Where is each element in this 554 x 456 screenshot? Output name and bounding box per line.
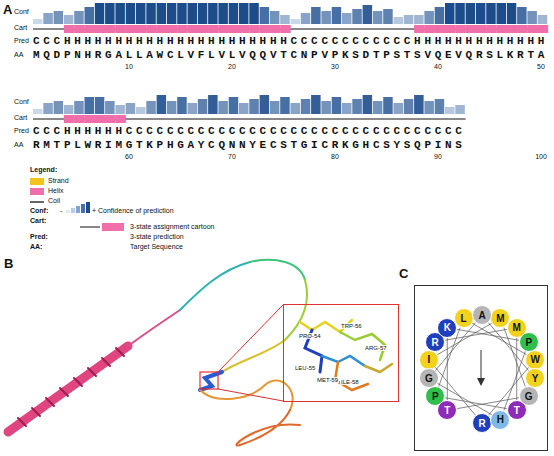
panel-letter: C (399, 266, 408, 281)
legend-swatch (30, 188, 44, 195)
conf-scale (66, 202, 124, 231)
position-number: 60 (125, 153, 133, 160)
protein-structure (8, 260, 392, 446)
panel-letter: B (4, 256, 13, 271)
residue-letter: L (460, 313, 466, 324)
residue-label: ILE-58 (340, 379, 360, 385)
position-number: 90 (434, 153, 442, 160)
residue-letter: G (425, 373, 433, 384)
prediction-string: CCCHHHHHHCCCCCCCCCCCCCCCCCCCCCCCCCCCCCCC… (33, 125, 466, 137)
legend-title: Legend: (30, 166, 57, 173)
row-label: Cart (14, 114, 27, 121)
row-label: AA (14, 141, 23, 148)
row-label: Cart (14, 24, 27, 31)
residue-letter: P (525, 337, 532, 348)
wheel-panel: CRMTPLWRIMGTKPHGAY (414, 285, 548, 451)
residue-circle: Y (525, 368, 545, 388)
residue-label: PRO-54 (298, 333, 322, 339)
residue-circle: G (519, 386, 539, 406)
legend-text: Helix (48, 187, 64, 194)
residue-circle: I (419, 350, 439, 370)
residue-circle: P (519, 332, 539, 352)
residue-letter: G (525, 391, 533, 402)
residue-circle: R (472, 413, 492, 433)
position-number: 70 (228, 153, 236, 160)
legend-key: Pred: (30, 233, 48, 240)
residue-circle: T (437, 400, 457, 420)
residue-label: ARG-57 (364, 345, 388, 351)
row-label: Conf (14, 98, 29, 105)
residue-label: TRP-56 (340, 323, 363, 329)
residue-letter: T (514, 405, 520, 416)
residue-letter: R (432, 337, 439, 348)
residue-letter: A (478, 310, 485, 321)
row-label: AA (14, 51, 23, 58)
zoom-inset: PRO-54 TRP-56ARG-57LEU-55MET-59ILE-58 (283, 304, 399, 402)
prediction-string: CCCHHHHHHHHHHHHHHHHHHHHHHCCCCCCCCCCCCHHH… (33, 35, 548, 47)
legend-text: Coil (48, 197, 60, 204)
legend-key: Cart: (30, 217, 46, 224)
residue-circle: H (490, 410, 510, 430)
residue-letter: I (427, 354, 430, 365)
residue-circle: K (437, 318, 457, 338)
residue-letter: T (444, 405, 450, 416)
legend-text: Strand (48, 177, 69, 184)
wheel-link (516, 338, 517, 401)
row-label: Pred (14, 127, 29, 134)
residue-label: LEU-55 (294, 365, 316, 371)
wheel-link (447, 338, 448, 401)
residue-circle: W (525, 350, 545, 370)
position-number: 80 (331, 153, 339, 160)
residue-letter: M (496, 313, 504, 324)
residue-circle: A (472, 305, 492, 325)
panel-letter: A (3, 2, 12, 17)
residue-letter: R (478, 418, 485, 429)
legend-text: Target Sequence (130, 243, 183, 250)
confidence-bars (33, 3, 547, 114)
legend-swatch (30, 178, 44, 185)
residue-letter: K (444, 322, 451, 333)
position-number: 10 (125, 63, 133, 70)
residue-letter: P (432, 391, 439, 402)
row-label: Pred (14, 37, 29, 44)
legend-text: - (60, 207, 62, 214)
residue-letter: H (497, 414, 504, 425)
sequence-string: MQDPNHRGALLAWCLVFLVLVQQVTCNPVPKSDTPSTSVQ… (33, 49, 548, 61)
residue-letter: M (513, 322, 521, 333)
position-number: 50 (537, 63, 545, 70)
sequence-string: RMTPLWRIMGTKPHGAYCQNNYECSTGICRKGHCSYSQPI… (33, 139, 466, 151)
legend-key: AA: (30, 243, 42, 250)
legend-key: Conf: (30, 207, 48, 214)
position-number: 20 (228, 63, 236, 70)
legend-text: 3-state prediction (130, 233, 184, 240)
residue-letter: W (530, 354, 539, 365)
position-number: 40 (434, 63, 442, 70)
cartoon-track (33, 25, 548, 123)
position-number: 100 (535, 153, 547, 160)
residue-letter: Y (532, 373, 539, 384)
legend-text: 3-state assignment cartoon (130, 223, 214, 230)
position-number: 30 (331, 63, 339, 70)
legend-text: + Confidence of prediction (92, 207, 174, 214)
legend-line (30, 201, 44, 203)
residue-label: MET-59 (316, 377, 339, 383)
row-label: Conf (14, 8, 29, 15)
moment-arrow (477, 350, 485, 386)
